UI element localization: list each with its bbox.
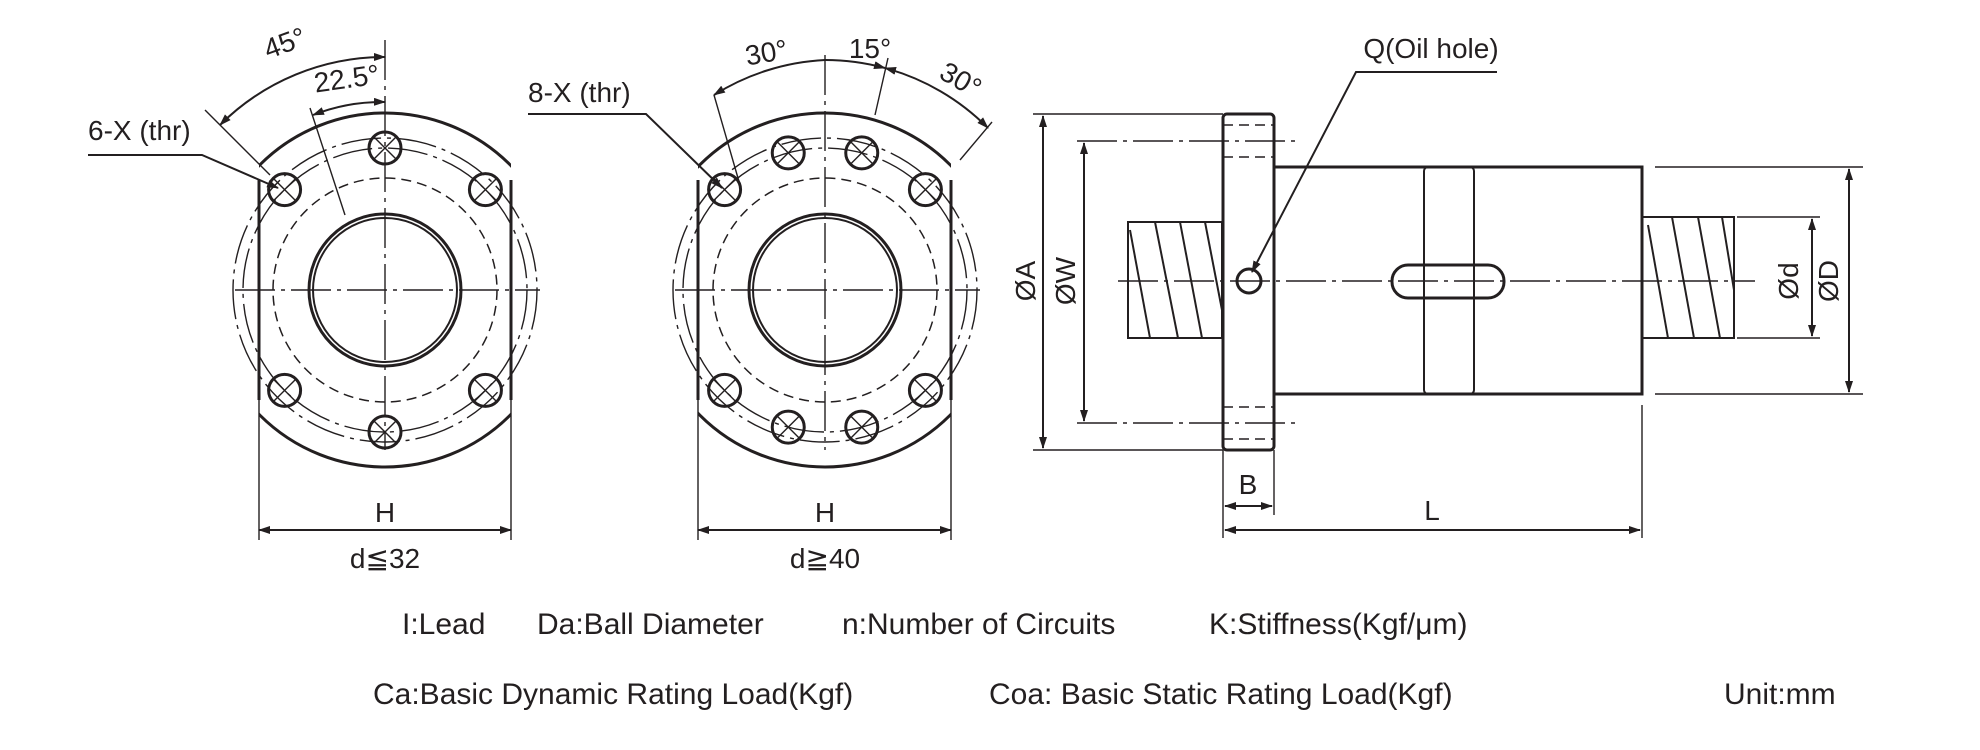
dia-d-label: Ød bbox=[1773, 262, 1804, 299]
hole-cross bbox=[373, 136, 397, 160]
hole-cross bbox=[473, 178, 497, 202]
h-label: H bbox=[375, 497, 395, 528]
bolt-hole bbox=[707, 172, 743, 208]
bolt-hole bbox=[367, 414, 403, 450]
oil-hole-label: Q(Oil hole) bbox=[1363, 33, 1498, 64]
holes-label: 8-X (thr) bbox=[528, 77, 631, 108]
bolt-holes bbox=[707, 135, 943, 445]
angle-45-arc bbox=[219, 52, 386, 126]
hole-cross bbox=[713, 178, 737, 202]
legend-dynamic-load: Ca:Basic Dynamic Rating Load(Kgf) bbox=[373, 678, 853, 711]
angle-15-label: 15° bbox=[849, 33, 891, 64]
dia-big-d-label: ØD bbox=[1813, 260, 1844, 302]
hole-cross bbox=[913, 178, 937, 202]
angle-30-left-label: 30° bbox=[743, 34, 790, 72]
holes-label: 6-X (thr) bbox=[88, 115, 191, 146]
legend-stiffness: K:Stiffness(Kgf/μm) bbox=[1209, 608, 1467, 641]
unit-label: Unit:mm bbox=[1724, 678, 1836, 711]
l-label: L bbox=[1424, 495, 1440, 526]
bolt-hole bbox=[844, 409, 880, 445]
hole-cross bbox=[913, 378, 937, 402]
bolt-hole bbox=[267, 172, 303, 208]
legend-static-load: Coa: Basic Static Rating Load(Kgf) bbox=[989, 678, 1453, 711]
bolt-hole bbox=[844, 135, 880, 171]
bolt-hole bbox=[907, 372, 943, 408]
hole-cross bbox=[776, 141, 800, 165]
bolt-hole bbox=[770, 135, 806, 171]
bolt-hole bbox=[467, 372, 503, 408]
nut-flange bbox=[1221, 112, 1276, 452]
legend-ball-diameter: Da:Ball Diameter bbox=[537, 608, 764, 641]
oil-hole bbox=[1235, 267, 1263, 295]
angle-30-right-label: 30° bbox=[935, 56, 987, 104]
hole-cross bbox=[373, 420, 397, 444]
condition-label: d≦32 bbox=[350, 543, 420, 574]
h-label: H bbox=[815, 497, 835, 528]
b-label: B bbox=[1239, 469, 1258, 500]
nut-side-view: Q(Oil hole) ØA ØW Ød ØD B L bbox=[1010, 33, 1863, 538]
hole-cross bbox=[850, 415, 874, 439]
flange-view-8-hole: 30° 15° 30° 8-X (thr) H d≧40 bbox=[528, 33, 993, 574]
screw-shaft-left bbox=[1127, 221, 1223, 339]
dia-a-label: ØA bbox=[1010, 260, 1041, 301]
hole-cross bbox=[850, 141, 874, 165]
bolt-holes bbox=[267, 130, 503, 450]
hole-cross bbox=[273, 378, 297, 402]
legend: I:Lead Da:Ball Diameter n:Number of Circ… bbox=[373, 608, 1836, 711]
dia-w-label: ØW bbox=[1050, 256, 1081, 305]
bolt-hole bbox=[707, 372, 743, 408]
hole-cross bbox=[713, 378, 737, 402]
legend-circuits: n:Number of Circuits bbox=[842, 608, 1115, 641]
bolt-hole bbox=[467, 172, 503, 208]
angle-45-label: 45° bbox=[260, 21, 310, 65]
legend-lead: I:Lead bbox=[402, 608, 485, 641]
bolt-hole bbox=[770, 409, 806, 445]
angle-30-right-arc bbox=[884, 67, 989, 129]
hole-cross bbox=[273, 178, 297, 202]
angle-22-5-arc bbox=[312, 97, 386, 116]
condition-label: d≧40 bbox=[790, 543, 860, 574]
hole-cross bbox=[473, 378, 497, 402]
angle-30-left-arc bbox=[713, 59, 826, 96]
bolt-hole bbox=[367, 130, 403, 166]
hole-cross bbox=[776, 415, 800, 439]
flange-view-6-hole: 45° 22.5° 6-X (thr) H d≦32 bbox=[88, 21, 540, 574]
bolt-hole bbox=[907, 172, 943, 208]
screw-shaft-right bbox=[1641, 216, 1735, 339]
bolt-hole bbox=[267, 372, 303, 408]
